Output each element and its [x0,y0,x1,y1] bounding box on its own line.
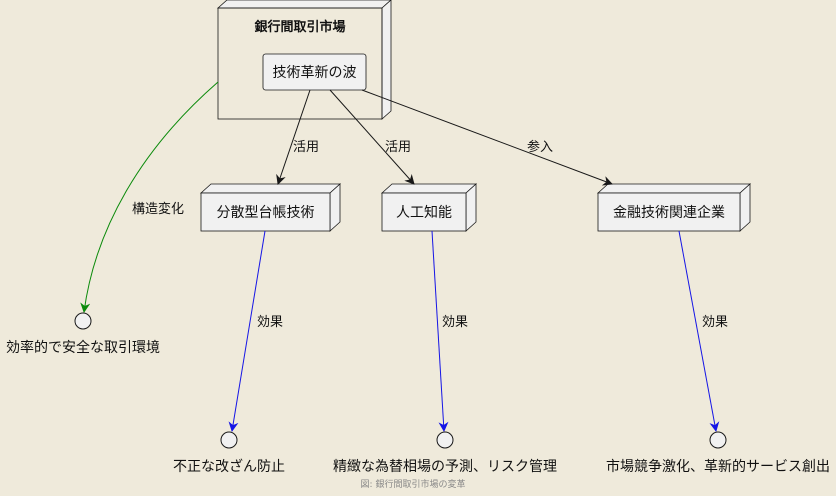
outcome-efficient-label: 効率的で安全な取引環境 [6,339,160,356]
node-wave-label: 技術革新の波 [273,65,357,81]
edge-label-use-ai: 活用 [385,140,411,155]
outcome-tamper-label: 不正な改ざん防止 [173,458,285,475]
edge-fintech-to-competition [678,230,720,432]
edge-label-effect-dlt: 効果 [257,315,283,330]
edge-wave-to-fintech [361,89,613,186]
node-wave: 技術革新の波 [262,53,367,91]
node-dlt-label: 分散型台帳技術 [217,205,315,221]
edge-label-structural-change: 構造変化 [132,201,184,217]
node-fintech: 金融技術関連企業 [596,183,752,232]
edge-label-entry: 参入 [527,139,553,155]
outcome-forecast-label: 精緻な為替相場の予測、リスク管理 [333,459,557,475]
node-ai-label: 人工知能 [396,204,452,221]
edge-dlt-to-tamper [228,230,266,432]
node-fintech-label: 金融技術関連企業 [613,204,725,221]
outcome-tamper: 不正な改ざん防止 [173,431,285,475]
edge-wave-to-ai [329,89,415,185]
node-ai: 人工知能 [380,183,478,232]
outcome-forecast: 精緻な為替相場の予測、リスク管理 [333,431,557,475]
outcome-efficient: 効率的で安全な取引環境 [6,312,160,356]
outcome-competition: 市場競争激化、革新的サービス創出 [606,431,830,475]
outcome-competition-label: 市場競争激化、革新的サービス創出 [606,458,830,475]
node-dlt: 分散型台帳技術 [199,183,342,232]
edge-label-effect-fintech: 効果 [702,315,728,330]
edge-container-to-efficient [80,81,219,313]
edge-label-use-dlt: 活用 [293,140,319,155]
edge-wave-to-dlt [276,89,311,185]
container-title: 銀行間取引市場 [254,19,345,35]
edge-ai-to-forecast [431,230,449,432]
edge-label-effect-ai: 効果 [442,315,468,330]
figure-caption: 図: 銀行間取引市場の変革 [361,478,466,490]
container-interbank-market: 銀行間取引市場 [216,0,392,120]
